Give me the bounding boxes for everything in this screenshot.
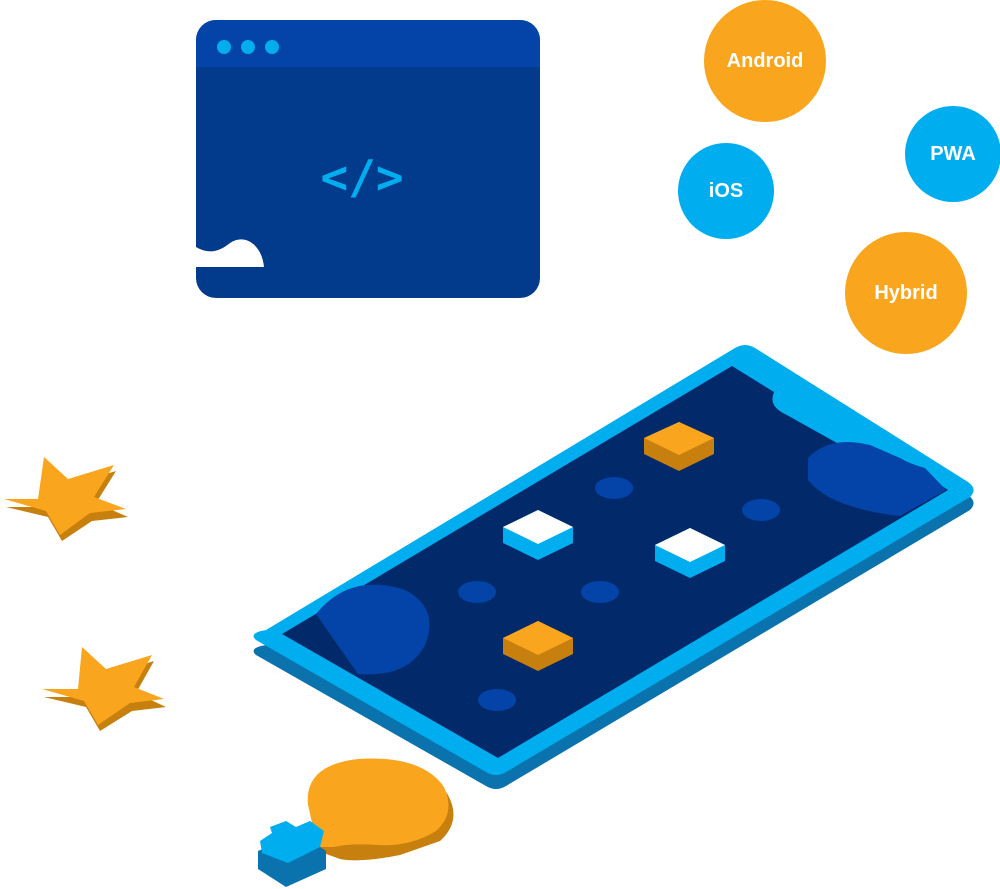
star-icon	[42, 647, 166, 731]
code-glyph: </>	[320, 150, 403, 204]
code-window-icon: </>	[196, 20, 540, 298]
smartphone-icon	[253, 345, 974, 789]
app-tile	[655, 528, 725, 578]
platform-bubble-android: Android	[704, 0, 826, 122]
window-dot	[265, 40, 279, 54]
platform-label: PWA	[930, 142, 976, 165]
platform-label: Hybrid	[874, 281, 938, 304]
platform-label: iOS	[708, 179, 744, 202]
platform-label: Android	[726, 49, 804, 72]
lightbulb-icon	[258, 758, 454, 887]
platform-bubble-pwa: PWA	[905, 106, 1000, 202]
app-tile	[644, 422, 714, 471]
window-dot	[241, 40, 255, 54]
platform-bubble-hybrid: Hybrid	[845, 232, 967, 354]
app-tile	[503, 621, 573, 671]
star-icon	[4, 457, 128, 541]
window-dot	[217, 40, 231, 54]
platform-bubble-ios: iOS	[678, 143, 774, 239]
app-tile	[503, 510, 573, 560]
